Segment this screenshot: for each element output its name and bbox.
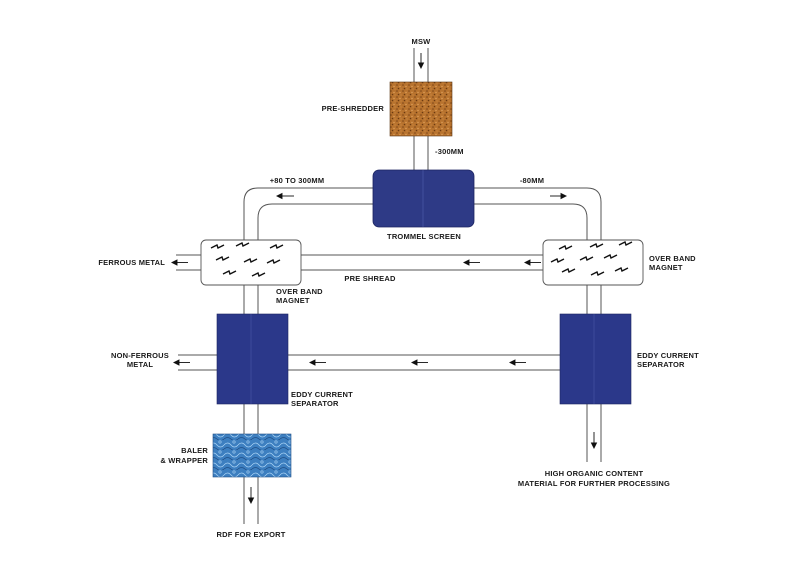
label-over-band-magnet-left-1: OVER BAND [276,287,323,296]
baler-wrapper-box [212,433,292,478]
trommel-screen-box [372,169,475,228]
label-rdf-for-export: RDF FOR EXPORT [216,530,285,539]
label-trommel-screen: TROMMEL SCREEN [387,232,461,241]
label-over-band-magnet-right-2: MAGNET [649,263,683,272]
over-band-magnet-left [200,239,302,286]
over-band-magnet-right [542,239,644,286]
arrow-msw-down [417,53,425,70]
label-baler-2: & WRAPPER [160,456,208,465]
flow-arrows [170,53,598,505]
label-baler-1: BALER [181,446,208,455]
label-non-ferrous-metal-1: NON-FERROUS [111,351,169,360]
label-eddy-current-left-2: SEPARATOR [291,399,339,408]
arrow-pre-shread-2 [523,259,541,266]
label-eddy-current-right-1: EDDY CURRENT [637,351,699,360]
label-msw: MSW [412,37,432,46]
label-over-band-magnet-left-2: MAGNET [276,296,310,305]
arrow-trommel-right [550,192,568,200]
arrow-organic-down [590,432,598,450]
flow-pipes [176,48,602,524]
arrow-pre-shread-1 [462,259,480,266]
magnet-symbols-left [210,242,284,277]
label-high-organic-1: HIGH ORGANIC CONTENT [545,469,644,478]
arrow-eddy-1 [308,359,326,366]
label-ferrous-metal: FERROUS METAL [98,258,165,267]
arrow-eddy-2 [410,359,428,366]
label-high-organic-2: MATERIAL FOR FURTHER PROCESSING [518,479,670,488]
label-over-band-magnet-right-1: OVER BAND [649,254,696,263]
label-eddy-current-left-1: EDDY CURRENT [291,390,353,399]
label-pre-shredder: PRE-SHREDDER [322,104,385,113]
pre-shredder-box [389,81,453,137]
arrow-ferrous-out [170,259,188,266]
label-pre-shread: PRE SHREAD [344,274,396,283]
label-plus-80-to-300mm: +80 TO 300MM [270,176,325,185]
arrow-rdf-down [247,487,255,505]
eddy-current-separator-left-box [216,313,289,405]
eddy-current-separator-right-box [559,313,632,405]
arrow-non-ferrous-out [172,359,190,366]
magnet-symbols-right [550,241,633,276]
label-minus-300mm: -300MM [435,147,464,156]
arrow-trommel-left [275,192,294,200]
label-minus-80mm: -80MM [520,176,544,185]
arrow-eddy-3 [508,359,526,366]
label-eddy-current-right-2: SEPARATOR [637,360,685,369]
label-non-ferrous-metal-2: METAL [127,360,153,369]
